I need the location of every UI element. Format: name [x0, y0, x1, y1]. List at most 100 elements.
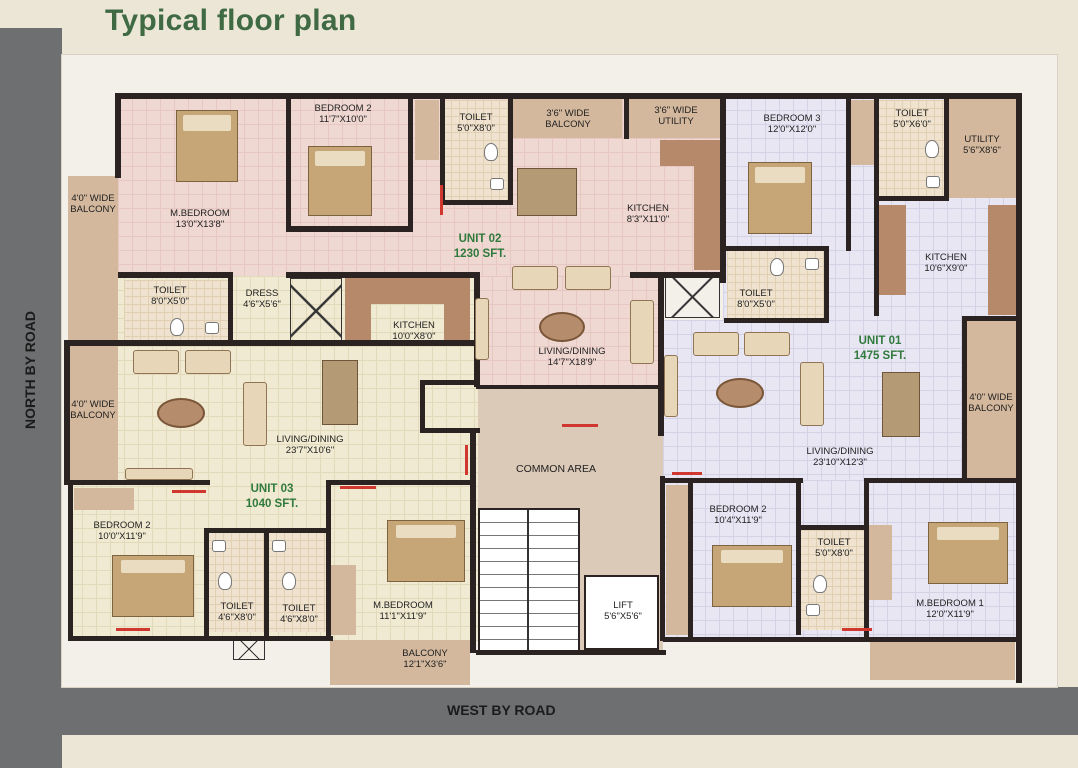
- wall: [420, 428, 480, 433]
- staircase: [478, 508, 580, 653]
- wall: [724, 246, 829, 251]
- sofa: [693, 332, 739, 356]
- wall: [440, 200, 512, 205]
- wash-basin: [212, 540, 226, 552]
- wc: [813, 575, 827, 593]
- label-text: TOILET: [220, 601, 254, 612]
- duct-shaft: [233, 638, 265, 660]
- wall: [624, 99, 629, 139]
- wall: [204, 528, 209, 640]
- label-text: LIFT: [613, 600, 633, 611]
- wall: [663, 637, 1020, 642]
- bed: [712, 545, 792, 607]
- label-text: 11'1"X11'9": [379, 611, 427, 622]
- wall: [286, 226, 410, 232]
- u1-wardrobe-a: [666, 485, 690, 635]
- wall: [476, 385, 666, 389]
- wall: [864, 478, 1020, 483]
- wall: [864, 480, 869, 640]
- label-text: 5'6"X8'6": [963, 145, 1001, 156]
- wall: [326, 480, 474, 485]
- u3-balcony-strip: [68, 345, 118, 480]
- label-text: 4'0" WIDE: [969, 392, 1013, 403]
- wall: [630, 272, 725, 278]
- sofa: [243, 382, 267, 446]
- door[interactable]: [465, 445, 468, 475]
- wall: [115, 93, 723, 99]
- door[interactable]: [340, 486, 376, 489]
- label-text: TOILET: [153, 285, 187, 296]
- label-text: TOILET: [459, 112, 493, 123]
- label-text: 5'0"X8'0": [457, 123, 495, 134]
- wash-basin: [805, 258, 819, 270]
- wc: [484, 143, 498, 161]
- wall: [658, 276, 664, 436]
- door[interactable]: [562, 424, 598, 427]
- wall: [874, 96, 879, 316]
- door[interactable]: [440, 185, 443, 215]
- tv-unit: [475, 298, 489, 360]
- door[interactable]: [172, 490, 206, 493]
- sofa: [744, 332, 790, 356]
- label-text: 1475 SFT.: [853, 350, 907, 362]
- wall: [962, 316, 967, 481]
- wc: [770, 258, 784, 276]
- u1-wardrobe-b: [868, 525, 892, 600]
- bed: [748, 162, 812, 234]
- wall: [688, 480, 693, 640]
- wall: [286, 99, 291, 231]
- wall: [326, 480, 331, 640]
- wall: [408, 99, 413, 232]
- wall: [846, 96, 851, 251]
- u1-balcony-strip: [965, 320, 1017, 478]
- wall: [68, 484, 73, 640]
- label-text: 13'0"X13'8": [175, 219, 225, 230]
- wall: [476, 650, 666, 655]
- wall: [1016, 93, 1022, 683]
- label-text: 3'6" WIDE: [654, 105, 698, 116]
- label-text: 4'0" WIDE: [71, 399, 115, 410]
- u1-utility: [948, 96, 1016, 198]
- wash-basin: [806, 604, 820, 616]
- label-text: UNIT 03: [250, 483, 294, 495]
- label-text: BALCONY: [70, 410, 116, 421]
- door[interactable]: [842, 628, 872, 631]
- label-text: TOILET: [895, 108, 929, 119]
- label-text: 12'1"X3'6": [403, 659, 447, 670]
- wall: [228, 272, 233, 342]
- wall: [420, 380, 480, 385]
- label-text: 4'0" WIDE: [71, 193, 115, 204]
- unit03-label: UNIT 03 1040 SFT.: [232, 482, 312, 512]
- unit01-label: UNIT 01 1475 SFT.: [840, 334, 920, 364]
- rug: [539, 312, 585, 342]
- label-text: KITCHEN: [925, 252, 967, 263]
- wall: [264, 528, 269, 638]
- label-text: 5'0"X6'0": [893, 119, 931, 130]
- u1-toilet-low-floor: [800, 530, 865, 630]
- label-text: M.BEDROOM 1: [916, 598, 984, 609]
- u1-bottom-strip: [870, 640, 1015, 680]
- label-text: 1040 SFT.: [245, 498, 299, 510]
- bed: [308, 146, 372, 216]
- door[interactable]: [116, 628, 150, 631]
- label-text: BEDROOM 2: [709, 504, 767, 515]
- dining-table: [882, 372, 920, 437]
- wall: [64, 340, 70, 480]
- door[interactable]: [672, 472, 702, 475]
- label-text: KITCHEN: [627, 203, 669, 214]
- label-text: UNIT 01: [858, 335, 902, 347]
- label-text: LIVING/DINING: [806, 446, 874, 457]
- sofa: [565, 266, 611, 290]
- wash-basin: [272, 540, 286, 552]
- wall: [440, 99, 445, 205]
